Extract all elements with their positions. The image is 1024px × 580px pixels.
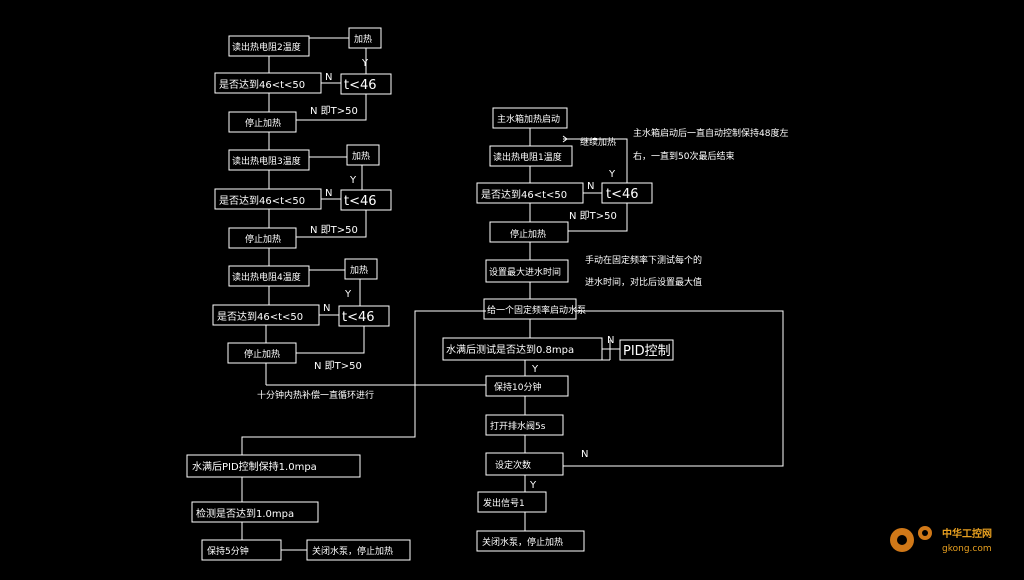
- pid-text: PID控制: [623, 344, 671, 359]
- watermark-brand: 中华工控网: [942, 527, 992, 540]
- read-sensor1-text: 读出热电阻1温度: [493, 151, 562, 163]
- lt46-text-3: t<46: [342, 310, 375, 325]
- connectors-block3: [265, 269, 365, 385]
- read-sensor3-text: 读出热电阻3温度: [232, 155, 301, 167]
- stop-text-main: 停止加热: [510, 228, 546, 240]
- set-count-text: 设定次数: [495, 459, 531, 471]
- n-label-2: N: [325, 188, 332, 199]
- lt46-text-2: t<46: [344, 194, 377, 209]
- n-label-1: N: [325, 72, 332, 83]
- pid-hold-text: 水满后PID控制保持1.0mpa: [192, 460, 317, 473]
- note2-line1: 手动在固定频率下测试每个的: [585, 254, 702, 266]
- heat-text-2: 加热: [352, 150, 370, 162]
- loop-line-left: [241, 310, 486, 455]
- y-label-full: Y: [531, 364, 539, 375]
- loop-note: 十分钟内热补偿一直循环进行: [257, 389, 374, 401]
- check-text-1: 是否达到46<t<50: [219, 79, 305, 91]
- set-time-box: [485, 259, 569, 283]
- signal-box: [477, 491, 547, 513]
- n-label-3: N: [323, 303, 330, 314]
- y-label-count: Y: [529, 480, 537, 491]
- close-text-bottom: 关闭水泵，停止加热: [312, 545, 393, 557]
- n-label-count: N: [581, 449, 588, 460]
- hold5-text: 保持5分钟: [207, 545, 249, 557]
- signal-text: 发出信号1: [483, 497, 525, 509]
- arrow-continue: [562, 135, 568, 143]
- y-label-2: Y: [349, 175, 357, 186]
- continue-heat-text: 继续加热: [580, 136, 616, 148]
- connectors-block1: [268, 37, 367, 150]
- heat-box-3: [344, 258, 378, 280]
- stop-text-1: 停止加热: [245, 117, 281, 129]
- heat-text-1: 加热: [354, 33, 372, 45]
- pid-box: [619, 339, 674, 361]
- gt50-text-main: N 即T>50: [569, 210, 617, 222]
- stop-text-2: 停止加热: [245, 233, 281, 245]
- close-text-right: 关闭水泵，停止加热: [482, 536, 563, 548]
- stop-text-3: 停止加热: [244, 348, 280, 360]
- pid-hold-box: [186, 454, 361, 478]
- stop-box-main: [489, 221, 569, 243]
- check-text-main: 是否达到46<t<50: [481, 189, 567, 201]
- close-box-right: [476, 530, 585, 552]
- gt50-text-2: N 即T>50: [310, 224, 358, 236]
- read-sensor2-text: 读出热电阻2温度: [232, 41, 301, 53]
- connectors-main: [529, 128, 628, 260]
- stop-box-2: [228, 227, 297, 249]
- detect-box: [191, 501, 319, 523]
- watermark-logo: [890, 526, 932, 552]
- connectors-block2: [268, 156, 367, 266]
- set-time-text: 设置最大进水时间: [489, 266, 561, 278]
- read-sensor4-text: 读出热电阻4温度: [232, 271, 301, 283]
- lt46-text-main: t<46: [606, 187, 639, 202]
- connectors-pid: [602, 340, 620, 361]
- loop-line-count: [563, 310, 784, 467]
- watermark-url: gkong.com: [942, 544, 992, 554]
- gt50-text-3: N 即T>50: [314, 360, 362, 372]
- y-label-3: Y: [344, 289, 352, 300]
- pump-text: 给一个固定频率启动水泵: [487, 304, 586, 316]
- n-label-main: N: [587, 181, 594, 192]
- note1-line2: 右，一直到50次最后结束: [633, 150, 734, 162]
- full-check-text: 水满后测试是否达到0.8mpa: [446, 343, 574, 356]
- heat-text-3: 加热: [350, 264, 368, 276]
- n-label-pid: N: [607, 335, 614, 346]
- drain-text: 打开排水阀5s: [490, 420, 546, 432]
- hold10-box: [485, 375, 569, 397]
- stop-box-1: [228, 111, 297, 133]
- start-text: 主水箱加热启动: [497, 113, 560, 125]
- note2-line2: 进水时间，对比后设置最大值: [585, 276, 702, 288]
- check-text-3: 是否达到46<t<50: [217, 311, 303, 323]
- read-sensor1-box: [489, 145, 573, 167]
- y-label-main: Y: [608, 169, 616, 180]
- heat-box-2: [346, 144, 380, 166]
- detect-text: 检测是否达到1.0mpa: [196, 507, 294, 520]
- y-label-1: Y: [361, 58, 369, 69]
- hold10-text: 保持10分钟: [494, 381, 541, 393]
- lt46-text-1: t<46: [344, 78, 377, 93]
- gt50-text-1: N 即T>50: [310, 105, 358, 117]
- note1-line1: 主水箱启动后一直自动控制保持48度左: [633, 127, 788, 139]
- connectors-bottom: [241, 477, 307, 551]
- check-text-2: 是否达到46<t<50: [219, 195, 305, 207]
